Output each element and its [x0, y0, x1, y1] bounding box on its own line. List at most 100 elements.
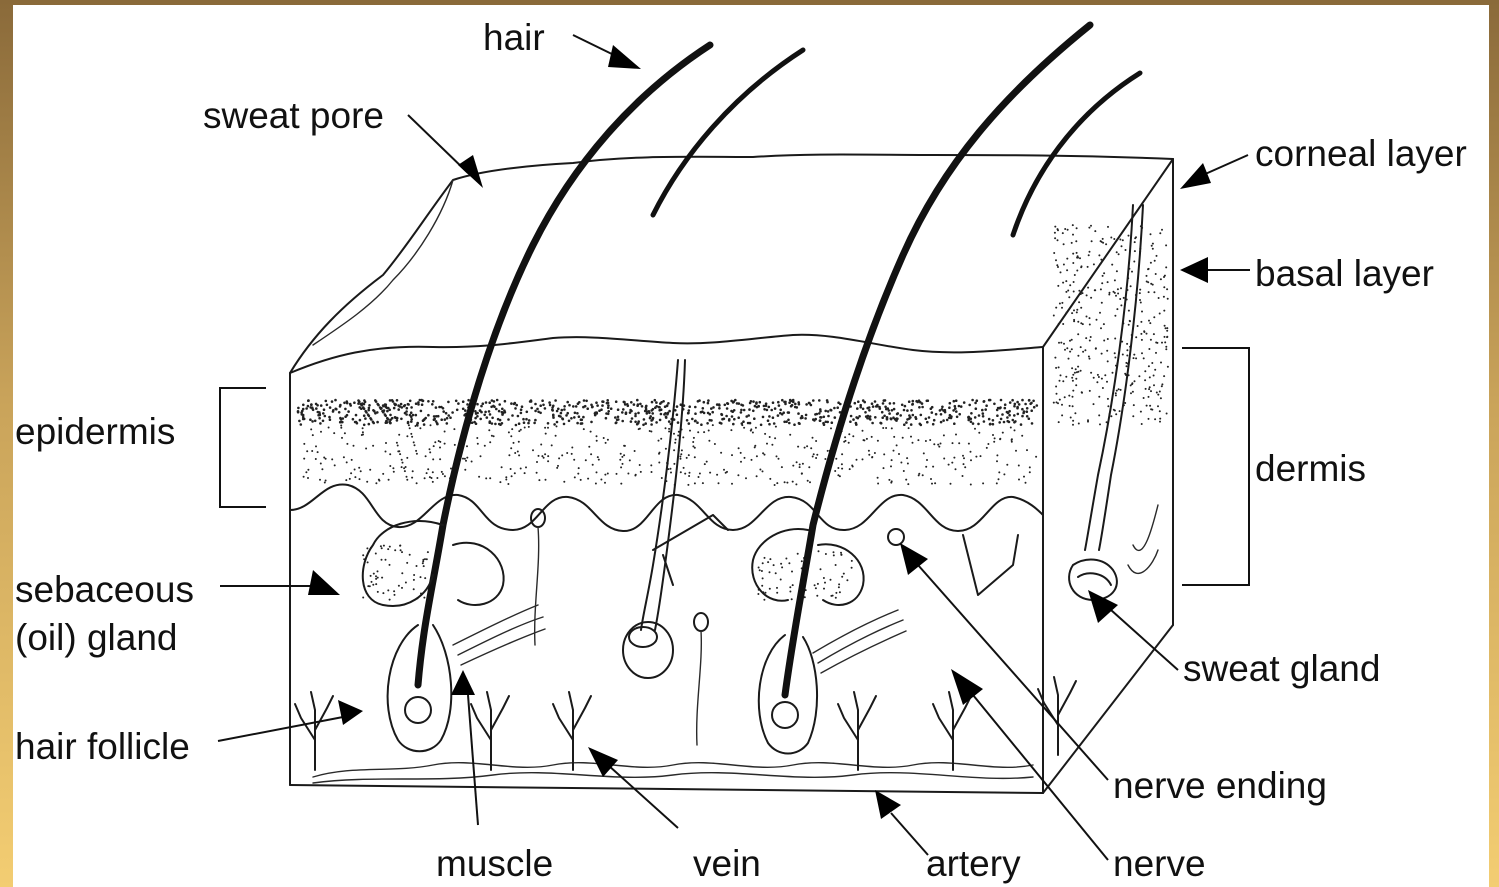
stipple-dot — [1120, 287, 1122, 289]
stipple-dot — [510, 435, 512, 437]
stipple-dot — [297, 410, 300, 413]
stipple-dot — [772, 416, 775, 419]
stipple-dot — [320, 463, 322, 465]
stipple-dot — [1060, 342, 1062, 344]
stipple-dot — [1058, 421, 1060, 423]
stipple-dot — [396, 442, 398, 444]
stipple-dot — [404, 404, 407, 407]
stipple-dot — [370, 575, 372, 577]
stipple-dot — [1077, 371, 1079, 373]
stipple-dot — [485, 401, 488, 404]
stipple-dot — [553, 423, 556, 426]
stipple-dot — [1153, 384, 1155, 386]
stipple-dot — [433, 418, 436, 421]
stipple-dot — [774, 484, 776, 486]
stipple-dot — [1080, 322, 1082, 324]
stipple-dot — [646, 410, 649, 413]
stipple-dot — [1153, 316, 1155, 318]
stipple-dot — [833, 551, 835, 553]
stipple-dot — [547, 460, 549, 462]
stipple-dot — [1098, 396, 1100, 398]
stipple-dot — [1125, 362, 1127, 364]
stipple-dot — [651, 418, 654, 421]
stipple-dot — [1163, 276, 1165, 278]
stipple-dot — [303, 458, 305, 460]
stipple-dot — [1105, 243, 1107, 245]
stipple-dot — [508, 454, 510, 456]
stipple-dot — [1080, 346, 1082, 348]
stipple-dot — [764, 557, 766, 559]
stipple-dot — [387, 418, 390, 421]
stipple-dot — [1114, 338, 1116, 340]
stipple-dot — [351, 459, 353, 461]
stipple-dot — [888, 412, 891, 415]
stipple-dot — [585, 459, 587, 461]
stipple-dot — [444, 418, 447, 421]
stipple-dot — [1101, 282, 1103, 284]
stipple-dot — [1152, 243, 1154, 245]
stipple-dot — [777, 414, 780, 417]
stipple-dot — [520, 408, 523, 411]
stipple-dot — [997, 407, 1000, 410]
stipple-dot — [1165, 346, 1167, 348]
stipple-dot — [1161, 342, 1163, 344]
stipple-dot — [1014, 420, 1017, 423]
stipple-dot — [833, 554, 835, 556]
stipple-dot — [673, 433, 675, 435]
stipple-dot — [466, 445, 468, 447]
stipple-dot — [874, 400, 877, 403]
stipple-dot — [491, 422, 494, 425]
stipple-dot — [1115, 295, 1117, 297]
stipple-dot — [659, 419, 662, 422]
stipple-dot — [1103, 272, 1105, 274]
stipple-dot — [871, 422, 874, 425]
stipple-dot — [756, 455, 758, 457]
stipple-dot — [382, 592, 384, 594]
stipple-dot — [1069, 284, 1071, 286]
stipple-dot — [1100, 288, 1102, 290]
stipple-dot — [366, 481, 368, 483]
stipple-dot — [568, 420, 571, 423]
stipple-dot — [1077, 333, 1079, 335]
stipple-dot — [761, 585, 763, 587]
stipple-dot — [1000, 399, 1003, 402]
stipple-dot — [677, 421, 680, 424]
stipple-dot — [617, 408, 620, 411]
stipple-dot — [972, 422, 975, 425]
stipple-dot — [776, 592, 778, 594]
stipple-dot — [699, 473, 701, 475]
nerve-endings — [531, 509, 904, 745]
stipple-dot — [686, 457, 688, 459]
stipple-dot — [1148, 396, 1150, 398]
stipple-dot — [759, 569, 761, 571]
stipple-dot — [432, 400, 435, 403]
stipple-dot — [456, 409, 459, 412]
stipple-dot — [331, 400, 334, 403]
stipple-dot — [364, 417, 367, 420]
stipple-dot — [1164, 341, 1166, 343]
stipple-dot — [1082, 292, 1084, 294]
stipple-dot — [1090, 297, 1092, 299]
stipple-dot — [556, 421, 559, 424]
stipple-dot — [378, 479, 380, 481]
stipple-dot — [495, 408, 498, 411]
stipple-dot — [1066, 347, 1068, 349]
stipple-dot — [426, 558, 428, 560]
stipple-dot — [406, 476, 408, 478]
stipple-dot — [1090, 336, 1092, 338]
stipple-dot — [547, 422, 550, 425]
stipple-dot — [797, 446, 799, 448]
label-nerve-ending: nerve ending — [1113, 767, 1327, 804]
stipple-dot — [615, 422, 618, 425]
stipple-dot — [782, 411, 785, 414]
stipple-dot — [427, 414, 430, 417]
stipple-dot — [666, 404, 669, 407]
stipple-dot — [768, 406, 771, 409]
label-sebaceous-line1: sebaceous — [15, 571, 194, 608]
stipple-dot — [763, 599, 765, 601]
stipple-dot — [988, 418, 991, 421]
stipple-dot — [369, 469, 371, 471]
stipple-dot — [1154, 260, 1156, 262]
stipple-dot — [805, 414, 808, 417]
stipple-dot — [547, 427, 549, 429]
